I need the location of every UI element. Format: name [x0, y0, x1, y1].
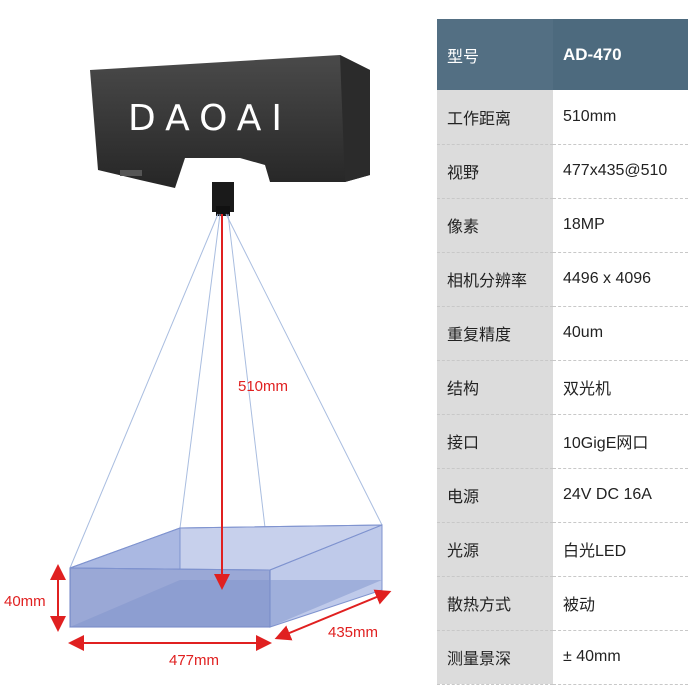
spec-key: 光源 — [437, 522, 553, 577]
spec-value: ± 40mm — [553, 630, 688, 685]
depth-label: 435mm — [328, 624, 378, 641]
spec-value: 24V DC 16A — [553, 468, 688, 523]
camera-logo: DAOAI — [128, 98, 292, 139]
spec-header-row: 型号 AD-470 — [437, 19, 688, 90]
spec-value: 510mm — [553, 90, 688, 145]
measurement-box — [69, 524, 383, 628]
spec-key: 像素 — [437, 198, 553, 253]
width-label: 477mm — [169, 652, 219, 669]
spec-value: 白光LED — [553, 522, 688, 577]
spec-value: 4496 x 4096 — [553, 252, 688, 307]
spec-key: 工作距离 — [437, 90, 553, 145]
spec-key: 接口 — [437, 414, 553, 469]
spec-row: 像素 18MP — [437, 198, 688, 253]
spec-value: 18MP — [553, 198, 688, 253]
height-label: 40mm — [4, 593, 46, 610]
depth-arrow — [274, 589, 392, 641]
spec-key: 散热方式 — [437, 576, 553, 631]
spec-header-key: 型号 — [437, 19, 553, 90]
spec-header-value: AD-470 — [553, 19, 688, 90]
spec-value: 被动 — [553, 576, 688, 631]
spec-value: 477x435@510 — [553, 144, 688, 199]
spec-row: 相机分辨率 4496 x 4096 — [437, 252, 688, 307]
spec-row: 光源 白光LED — [437, 522, 688, 577]
spec-row: 视野 477x435@510 — [437, 144, 688, 199]
spec-key: 电源 — [437, 468, 553, 523]
spec-key: 相机分辨率 — [437, 252, 553, 307]
spec-table: 型号 AD-470 工作距离 510mm 视野 477x435@510 像素 1… — [437, 19, 688, 685]
spec-key: 重复精度 — [437, 306, 553, 361]
spec-value: 双光机 — [553, 360, 688, 415]
spec-row: 散热方式 被动 — [437, 576, 688, 631]
spec-row: 重复精度 40um — [437, 306, 688, 361]
spec-key: 视野 — [437, 144, 553, 199]
spec-value: 10GigE网口 — [553, 414, 688, 469]
spec-row: 工作距离 510mm — [437, 90, 688, 145]
camera-body: DAOAI — [90, 55, 370, 216]
spec-key: 结构 — [437, 360, 553, 415]
spec-value: 40um — [553, 306, 688, 361]
fov-lines — [69, 213, 383, 571]
spec-row: 接口 10GigE网口 — [437, 414, 688, 469]
distance-label: 510mm — [238, 378, 288, 395]
spec-row: 电源 24V DC 16A — [437, 468, 688, 523]
spec-row: 测量景深 ± 40mm — [437, 630, 688, 685]
spec-row: 结构 双光机 — [437, 360, 688, 415]
spec-key: 测量景深 — [437, 630, 553, 685]
